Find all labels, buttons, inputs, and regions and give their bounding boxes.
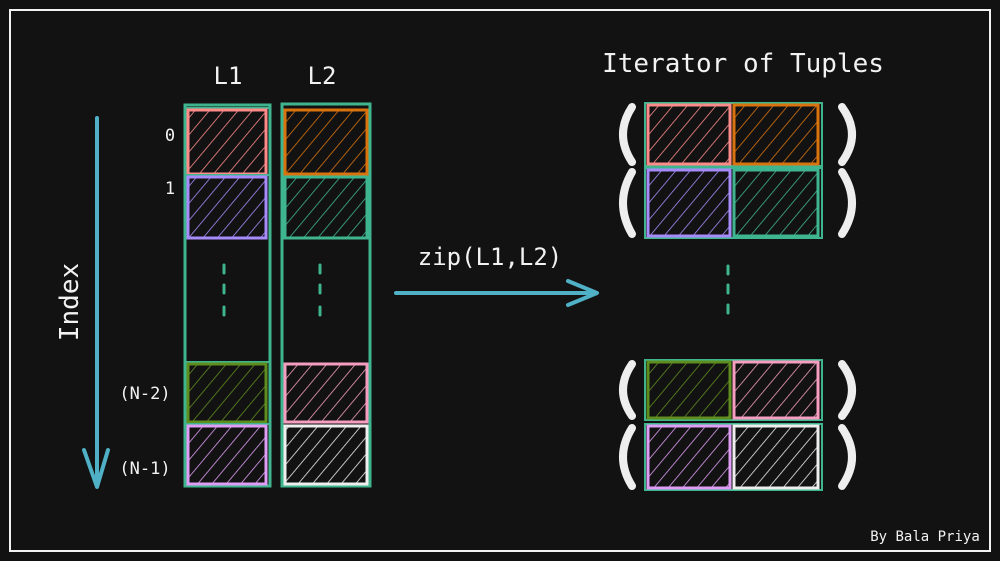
tuple-0-second <box>732 103 820 166</box>
tuple-1 <box>619 167 856 239</box>
zip-operation-label: zip(L1,L2) <box>418 243 563 271</box>
output-title: Iterator of Tuples <box>602 49 884 79</box>
list-label-l2: L2 <box>308 62 337 90</box>
tuple-3-second <box>732 424 820 490</box>
open-paren-icon <box>619 168 636 238</box>
index-tick-n-2: (N-2) <box>119 384 170 404</box>
open-paren-icon <box>619 103 636 166</box>
tuple-frame <box>644 102 823 167</box>
tuple-1-first <box>646 168 732 238</box>
tuple-0 <box>619 102 856 167</box>
tuple-1-second <box>732 168 820 238</box>
tuple-3 <box>619 423 856 491</box>
l2-column <box>280 102 372 488</box>
close-paren-icon <box>838 168 856 238</box>
list-label-l1: L1 <box>214 62 243 90</box>
open-paren-icon <box>619 360 636 420</box>
l2-cell-2 <box>283 362 369 424</box>
index-arrow-head <box>82 448 110 489</box>
l2-cell-0 <box>283 108 369 176</box>
l2-cell-1 <box>283 175 369 240</box>
index-tick-0: 0 <box>165 126 175 146</box>
l1-cell-0 <box>186 108 268 176</box>
tuple-2 <box>619 359 856 421</box>
tuple-0-first <box>646 103 732 166</box>
tuple-2-second <box>732 360 820 420</box>
index-label: Index <box>55 263 85 341</box>
l1-cell-2 <box>186 362 268 424</box>
tuple-frame <box>644 359 823 421</box>
close-paren-icon <box>838 103 856 166</box>
l1-column <box>183 103 272 488</box>
tuple-frame <box>644 423 823 491</box>
close-paren-icon <box>838 360 856 420</box>
l1-cell-3 <box>186 424 268 486</box>
tuple-3-first <box>646 424 732 490</box>
outer-frame <box>9 9 991 552</box>
credit-label: By Bala Priya <box>870 529 980 545</box>
l2-cell-3 <box>283 424 369 486</box>
l1-cell-1 <box>186 175 268 240</box>
index-tick-n-1: (N-1) <box>119 459 170 479</box>
tuple-frame <box>644 167 823 239</box>
tuple-2-first <box>646 360 732 420</box>
open-paren-icon <box>619 424 636 490</box>
zip-arrow-head <box>566 279 599 307</box>
index-tick-1: 1 <box>165 179 175 199</box>
close-paren-icon <box>838 424 856 490</box>
